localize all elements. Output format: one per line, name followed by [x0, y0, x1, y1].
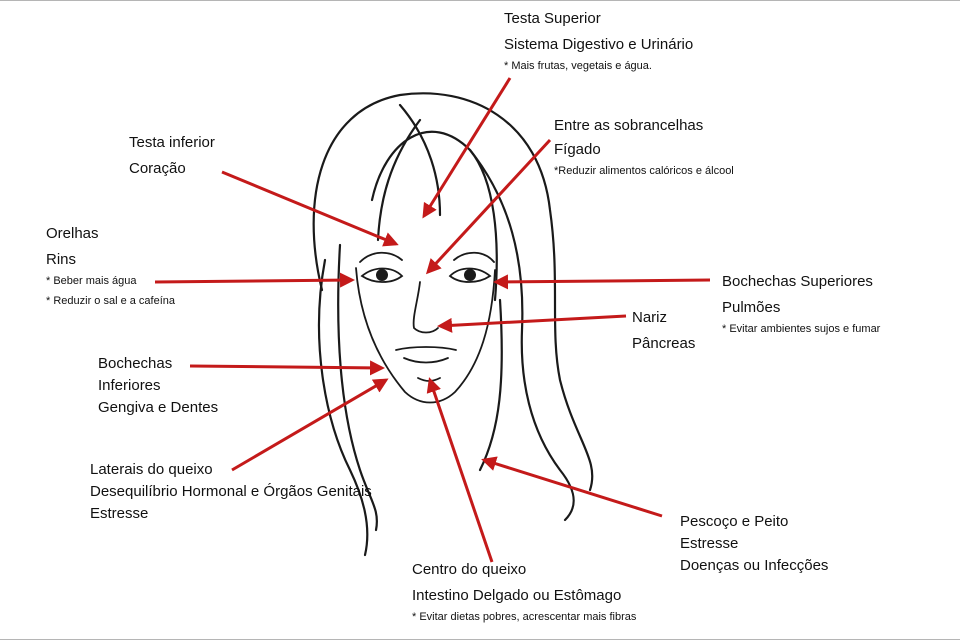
label-note: * Beber mais água	[46, 275, 137, 287]
label-organ: Pulmões	[722, 299, 781, 316]
arrow-pescoco-peito	[481, 456, 663, 518]
label-note: * Evitar dietas pobres, acrescentar mais…	[412, 611, 637, 623]
label-bochechas-inferiores: Bochechas Inferiores Gengiva e Dentes	[98, 353, 218, 419]
label-organ: Coração	[129, 160, 186, 177]
label-organ: Rins	[46, 251, 77, 268]
label-organ: Gengiva e Dentes	[98, 399, 219, 416]
label-testa-superior: Testa Superior Sistema Digestivo e Uriná…	[504, 8, 693, 74]
label-organ: Doenças ou Infecções	[680, 557, 829, 574]
label-title: Testa inferior	[129, 134, 215, 151]
label-organ: Estresse	[680, 535, 739, 552]
label-organ: Fígado	[554, 141, 601, 158]
label-note: * Reduzir o sal e a cafeína	[46, 295, 176, 307]
arrow-nariz	[437, 314, 627, 333]
label-organ: Intestino Delgado ou Estômago	[412, 587, 622, 604]
label-title: Bochechas	[98, 355, 173, 372]
arrow-orelhas	[154, 272, 355, 288]
label-sobrancelhas: Entre as sobrancelhas Fígado *Reduzir al…	[554, 115, 734, 179]
label-organ: Pâncreas	[632, 335, 696, 352]
label-title: Centro do queixo	[412, 561, 527, 578]
label-organ: Estresse	[90, 505, 149, 522]
label-title: Orelhas	[46, 225, 99, 242]
label-organ: Desequilíbrio Hormonal e Órgãos Genitais	[90, 483, 372, 500]
label-laterais-queixo: Laterais do queixo Desequilíbrio Hormona…	[90, 459, 372, 525]
label-pescoco-peito: Pescoço e Peito Estresse Doenças ou Infe…	[680, 511, 828, 577]
arrow-bochechas-superiores	[493, 274, 711, 290]
label-title: Entre as sobrancelhas	[554, 117, 704, 134]
label-note: * Evitar ambientes sujos e fumar	[722, 323, 881, 335]
eye-pupils	[376, 269, 476, 281]
label-note: *Reduzir alimentos calóricos e álcool	[554, 165, 734, 177]
label-title: Pescoço e Peito	[680, 513, 789, 530]
label-testa-inferior: Testa inferior Coração	[129, 132, 215, 180]
arrow-laterais-queixo	[231, 378, 389, 472]
arrows-group	[154, 77, 711, 563]
arrow-testa-superior	[422, 77, 512, 219]
label-title: Testa Superior	[504, 10, 601, 27]
arrow-testa-inferior	[221, 170, 399, 247]
label-organ: Sistema Digestivo e Urinário	[504, 36, 694, 53]
arrow-centro-queixo	[426, 377, 494, 563]
arrow-bochechas-inferiores	[189, 360, 385, 376]
label-note: * Mais frutas, vegetais e água.	[504, 60, 652, 72]
arrow-sobrancelhas	[425, 138, 552, 275]
label-nariz: Nariz Pâncreas	[632, 307, 695, 355]
label-title: Bochechas Superiores	[722, 273, 873, 290]
label-orelhas: Orelhas Rins * Beber mais água * Reduzir…	[46, 223, 175, 309]
label-centro-queixo: Centro do queixo Intestino Delgado ou Es…	[412, 559, 636, 625]
label-title: Laterais do queixo	[90, 461, 213, 478]
label-title: Nariz	[632, 309, 668, 326]
label-title: Inferiores	[98, 377, 161, 394]
top-border	[0, 0, 960, 1]
label-bochechas-superiores: Bochechas Superiores Pulmões * Evitar am…	[722, 271, 880, 337]
